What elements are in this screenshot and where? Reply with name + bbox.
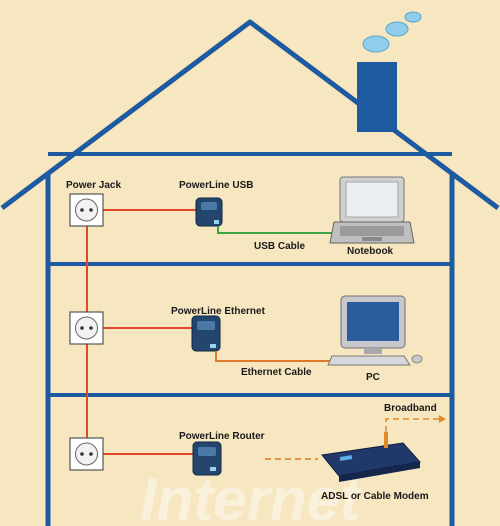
label-powerline-router: PowerLine Router [179, 431, 265, 442]
broadband-arrow-icon [439, 415, 446, 423]
label-ethernet-cable: Ethernet Cable [241, 367, 312, 378]
label-notebook: Notebook [347, 246, 394, 257]
desktop-pc [327, 295, 423, 366]
label-adsl-modem: ADSL or Cable Modem [321, 491, 429, 502]
label-power-jack: Power Jack [66, 180, 122, 191]
label-powerline-usb: PowerLine USB [179, 180, 254, 191]
label-usb-cable: USB Cable [254, 241, 306, 252]
smoke-clouds [362, 11, 422, 53]
floor-lines [48, 152, 452, 397]
ethernet-cable-line [215, 351, 345, 362]
powerline-ethernet-adapter [191, 315, 221, 352]
usb-cable-line [217, 226, 345, 234]
broadband-line [385, 418, 441, 432]
house-outline [0, 19, 500, 526]
label-powerline-ethernet: PowerLine Ethernet [171, 306, 265, 317]
power-jack-3 [69, 437, 104, 471]
label-broadband: Broadband [384, 403, 437, 414]
power-jack-1 [69, 193, 104, 227]
adsl-modem [321, 432, 421, 482]
internet-watermark: Internet [140, 466, 363, 526]
powerline-usb-adapter [195, 197, 223, 227]
power-jack-2 [69, 311, 104, 345]
chimney [357, 62, 397, 132]
notebook-computer [329, 176, 415, 244]
label-pc: PC [366, 372, 380, 383]
powerline-router-adapter [192, 441, 222, 476]
